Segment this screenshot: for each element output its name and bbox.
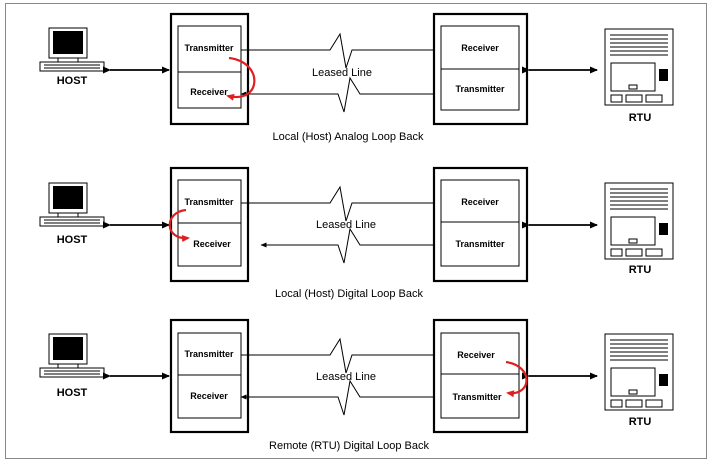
rtu-terminal-icon [604, 182, 674, 260]
rtu-transmitter-label: Transmitter [455, 84, 505, 94]
leased-line-label: Leased Line [316, 371, 376, 383]
rtu-modem [432, 12, 529, 126]
leased-line [241, 185, 442, 264]
rtu-terminal-icon [604, 333, 674, 411]
leased-line-label: Leased Line [312, 67, 372, 79]
host-receiver-label: Receiver [190, 87, 228, 97]
caption: Local (Host) Digital Loop Back [275, 288, 423, 300]
rtu-receiver-label: Receiver [461, 197, 499, 207]
host-receiver-label: Receiver [190, 391, 228, 401]
host-label: HOST [57, 234, 88, 246]
host-label: HOST [57, 75, 88, 87]
diagram-frame [5, 3, 707, 459]
rtu-label: RTU [629, 416, 652, 428]
caption: Remote (RTU) Digital Loop Back [269, 440, 429, 452]
leased-line [240, 32, 442, 113]
row-analog-loopback: HOST Transmitter Receiver Leased Line Re… [39, 12, 674, 143]
host-transmitter-label: Transmitter [184, 349, 234, 359]
host-modem [169, 12, 250, 126]
host-modem [169, 166, 250, 283]
rtu-modem [432, 318, 529, 434]
rtu-terminal-icon [604, 28, 674, 106]
loopback-arrow [168, 208, 190, 242]
rtu-modem [432, 166, 529, 283]
rtu-receiver-label: Receiver [461, 43, 499, 53]
row-remote-digital-loopback: HOST Transmitter Receiver Leased Line Re… [39, 318, 674, 452]
host-transmitter-label: Transmitter [184, 197, 234, 207]
computer-icon [39, 182, 105, 227]
computer-icon [39, 27, 105, 72]
leased-line-label: Leased Line [316, 219, 376, 231]
computer-icon [39, 333, 105, 378]
loopback-arrow [226, 56, 256, 101]
caption: Local (Host) Analog Loop Back [272, 131, 424, 143]
row-local-digital-loopback: HOST Transmitter Receiver Leased Line Re… [39, 166, 674, 300]
host-receiver-label: Receiver [193, 239, 231, 249]
leased-line [240, 337, 442, 416]
rtu-label: RTU [629, 112, 652, 124]
host-transmitter-label: Transmitter [184, 43, 234, 53]
rtu-transmitter-label: Transmitter [455, 239, 505, 249]
rtu-receiver-label: Receiver [457, 350, 495, 360]
rtu-label: RTU [629, 264, 652, 276]
loopback-arrow [505, 360, 528, 398]
host-label: HOST [57, 387, 88, 399]
host-modem [169, 318, 250, 434]
rtu-transmitter-label: Transmitter [452, 392, 502, 402]
